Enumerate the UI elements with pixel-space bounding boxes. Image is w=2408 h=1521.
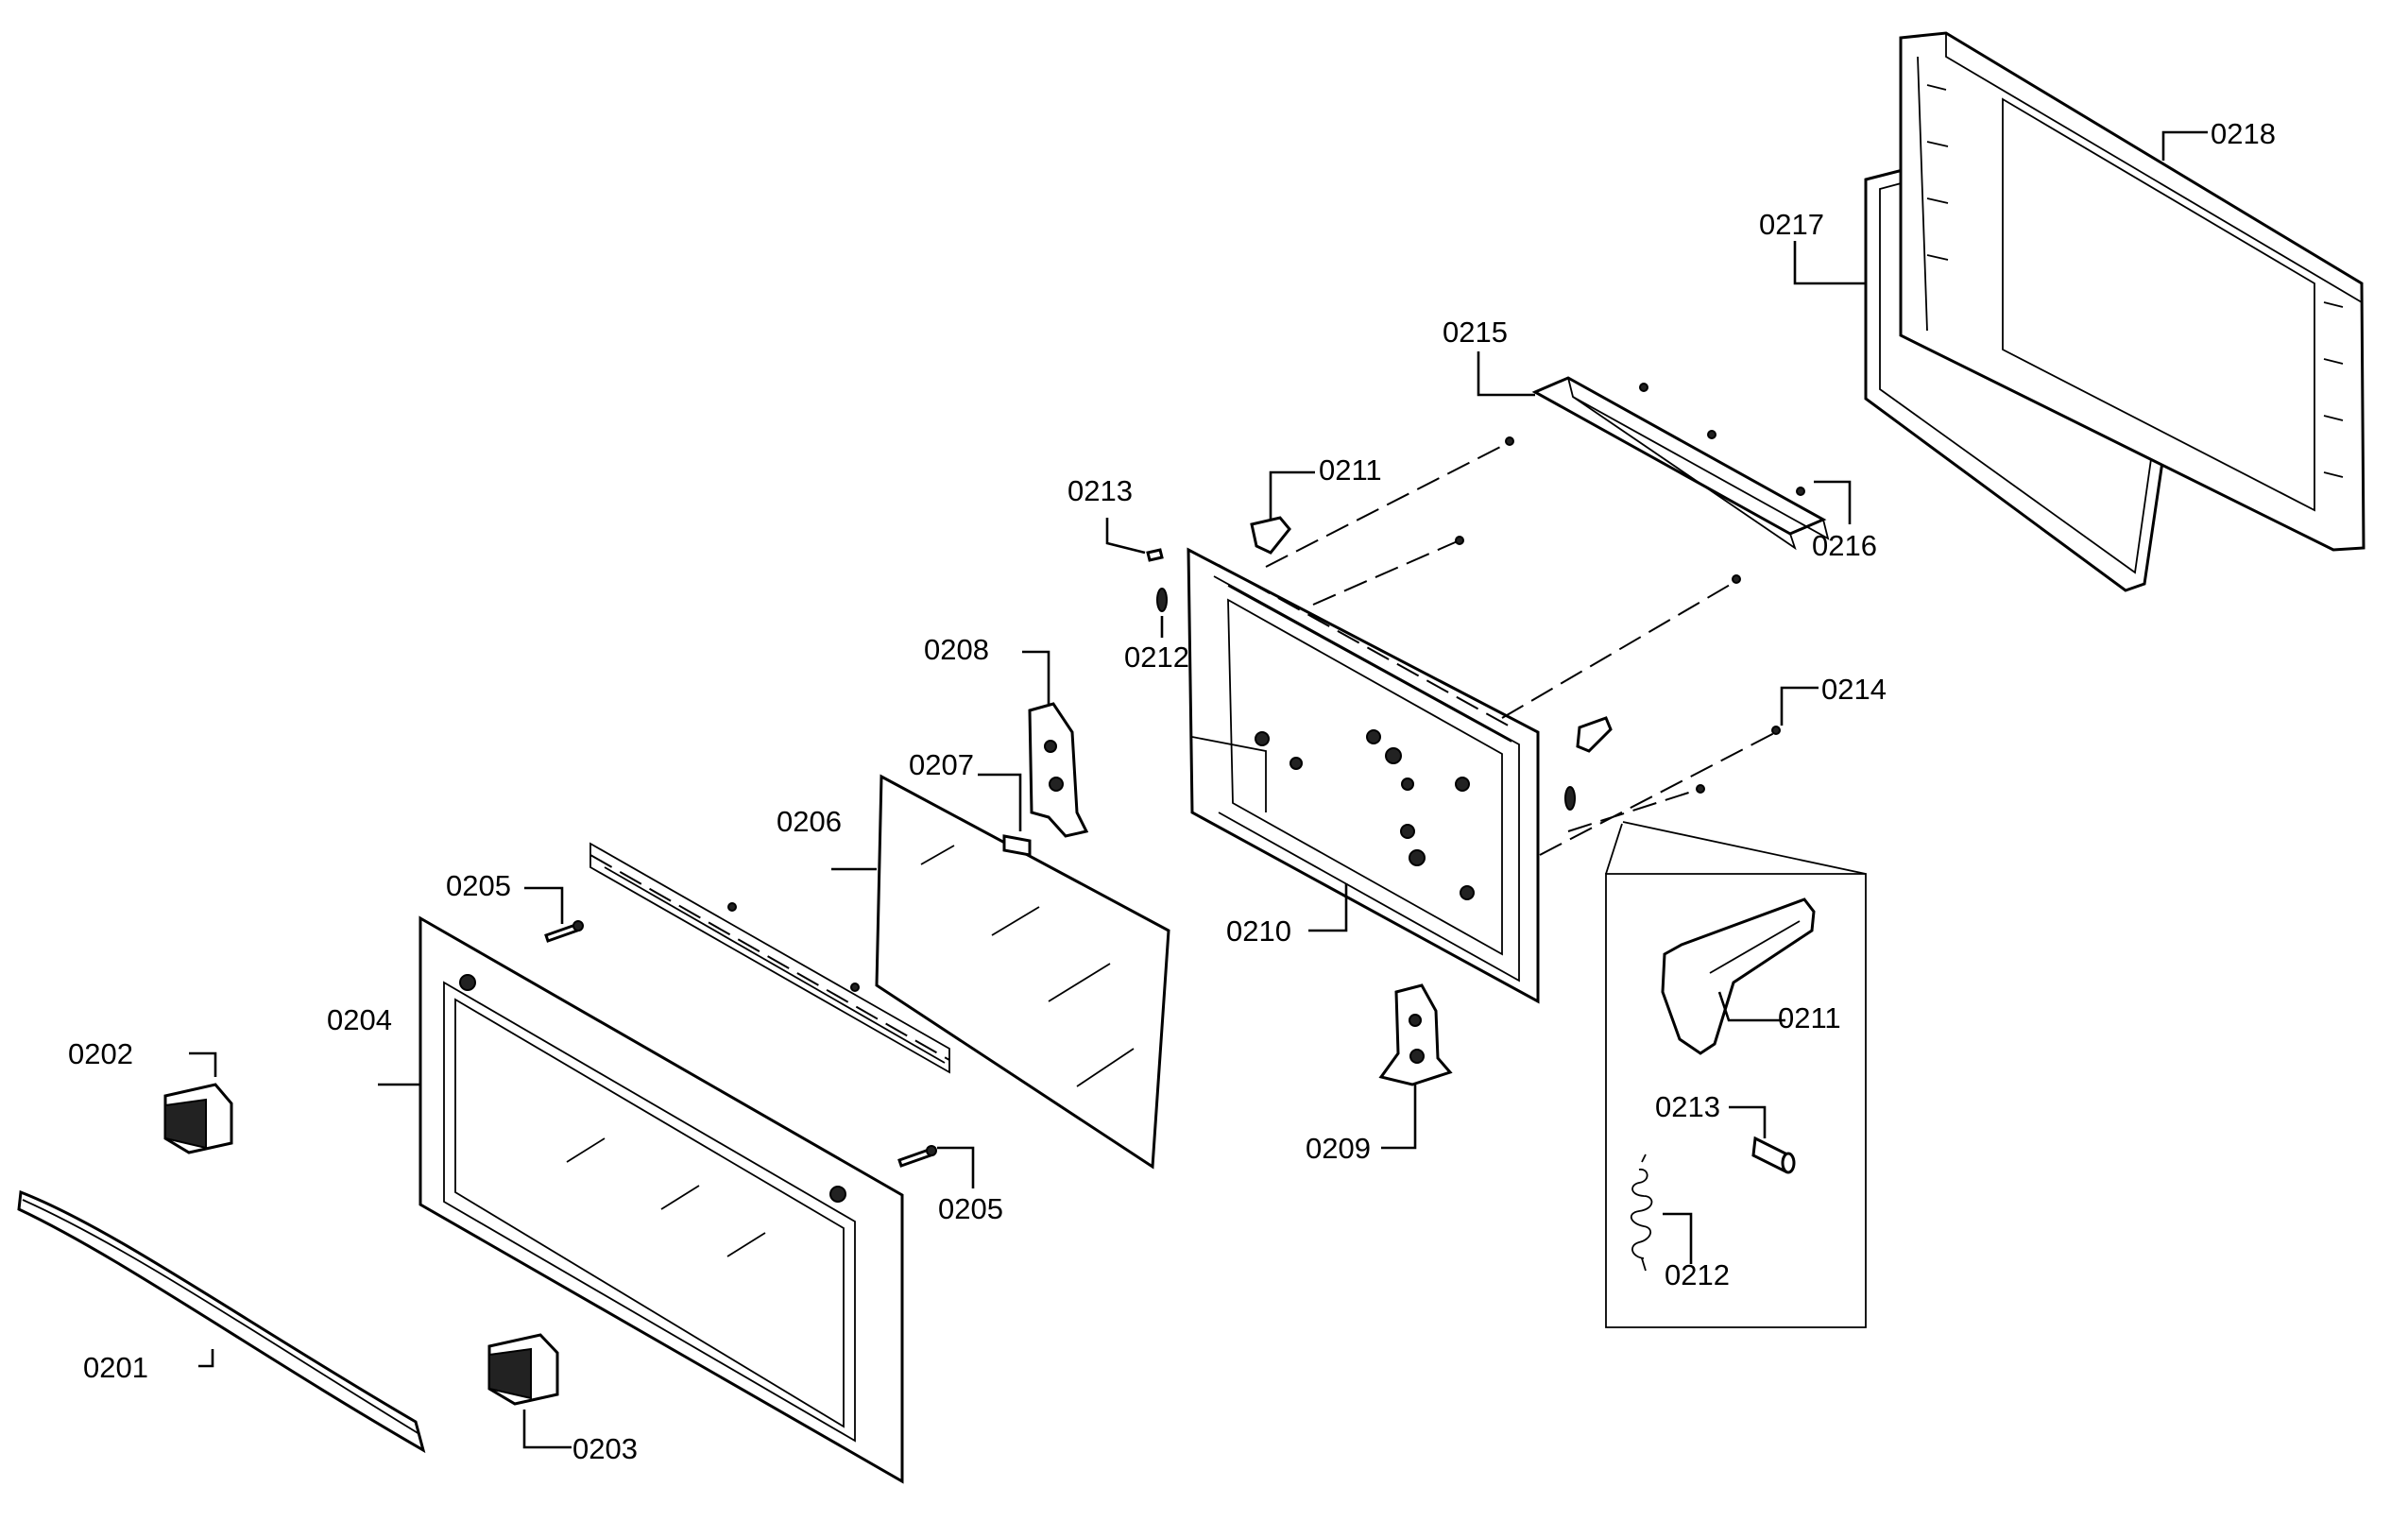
part-0206-inner-glass bbox=[875, 774, 1170, 1170]
label-0208: 0208 bbox=[924, 633, 989, 666]
leader-0208 bbox=[1022, 650, 1050, 704]
label-0209: 0209 bbox=[1306, 1132, 1371, 1165]
part-0215-vent-strip bbox=[1531, 376, 1830, 551]
label-0205-lower: 0205 bbox=[938, 1192, 1003, 1225]
hinge-right-small bbox=[1564, 716, 1613, 811]
leader-0217 bbox=[1793, 241, 1866, 285]
door-rail-bracket bbox=[589, 842, 950, 1074]
leader-0205b bbox=[937, 1146, 975, 1188]
part-labels: 0202 0201 0203 0204 0205 0205 0206 0207 … bbox=[68, 117, 2276, 1465]
label-0210: 0210 bbox=[1226, 914, 1291, 948]
label-0212-upper: 0212 bbox=[1124, 641, 1189, 674]
part-0205-screw-lower bbox=[897, 1145, 937, 1168]
leader-0214 bbox=[1780, 686, 1819, 726]
leader-0202 bbox=[189, 1051, 217, 1077]
label-0203: 0203 bbox=[572, 1432, 638, 1465]
label-0206: 0206 bbox=[777, 805, 842, 838]
label-0213-detail: 0213 bbox=[1655, 1090, 1720, 1123]
label-0213-upper: 0213 bbox=[1067, 474, 1133, 507]
leader-0218 bbox=[2161, 130, 2208, 161]
leader-0213a bbox=[1105, 518, 1146, 555]
leader-lines bbox=[189, 130, 2208, 1449]
leader-0209 bbox=[1381, 1085, 1417, 1150]
leader-0211a bbox=[1269, 470, 1315, 520]
part-0203-end-cap bbox=[487, 1333, 559, 1406]
leader-0210 bbox=[1308, 883, 1348, 932]
leader-0207 bbox=[978, 773, 1022, 831]
leader-0203 bbox=[522, 1410, 572, 1449]
label-0211-upper: 0211 bbox=[1319, 453, 1382, 487]
leader-0216 bbox=[1814, 480, 1852, 524]
part-0204-door-outer-panel bbox=[418, 915, 904, 1484]
label-0201: 0201 bbox=[83, 1351, 148, 1384]
part-0205-screw-upper bbox=[544, 920, 584, 943]
label-0211-detail: 0211 bbox=[1778, 1001, 1841, 1034]
label-0217: 0217 bbox=[1759, 208, 1824, 241]
leader-0211b bbox=[1717, 991, 1785, 1022]
label-0204: 0204 bbox=[327, 1003, 392, 1036]
leader-0205a bbox=[524, 886, 564, 924]
leader-0212b bbox=[1663, 1212, 1693, 1264]
part-0208-hinge-bracket bbox=[1028, 702, 1089, 838]
leader-0201 bbox=[198, 1349, 214, 1368]
detail-callout-box bbox=[1605, 821, 1867, 1328]
part-0212-spring-small bbox=[1156, 588, 1168, 612]
label-0215: 0215 bbox=[1443, 316, 1508, 349]
leader-0213b bbox=[1729, 1105, 1767, 1138]
label-0218: 0218 bbox=[2211, 117, 2276, 150]
label-0214: 0214 bbox=[1821, 673, 1887, 706]
label-0205-upper: 0205 bbox=[446, 869, 511, 902]
label-0216: 0216 bbox=[1812, 529, 1877, 562]
part-0213-pin-small bbox=[1146, 548, 1164, 562]
part-0209-hinge-bracket bbox=[1378, 983, 1453, 1086]
leader-0215 bbox=[1477, 351, 1535, 397]
part-0216-vent-screws bbox=[1639, 383, 1805, 496]
part-0201-handle bbox=[17, 1189, 426, 1454]
label-0212-detail: 0212 bbox=[1665, 1258, 1730, 1291]
part-0218-inner-liner bbox=[1899, 31, 2365, 552]
label-0202: 0202 bbox=[68, 1037, 133, 1070]
part-0210-inner-door-frame bbox=[1187, 547, 1540, 1004]
part-0202-end-cap bbox=[163, 1083, 233, 1154]
label-0207: 0207 bbox=[909, 748, 974, 781]
part-0207-clip bbox=[1002, 834, 1032, 857]
part-0211-hinge-small bbox=[1250, 516, 1291, 555]
part-0214-screws bbox=[1265, 436, 1781, 856]
